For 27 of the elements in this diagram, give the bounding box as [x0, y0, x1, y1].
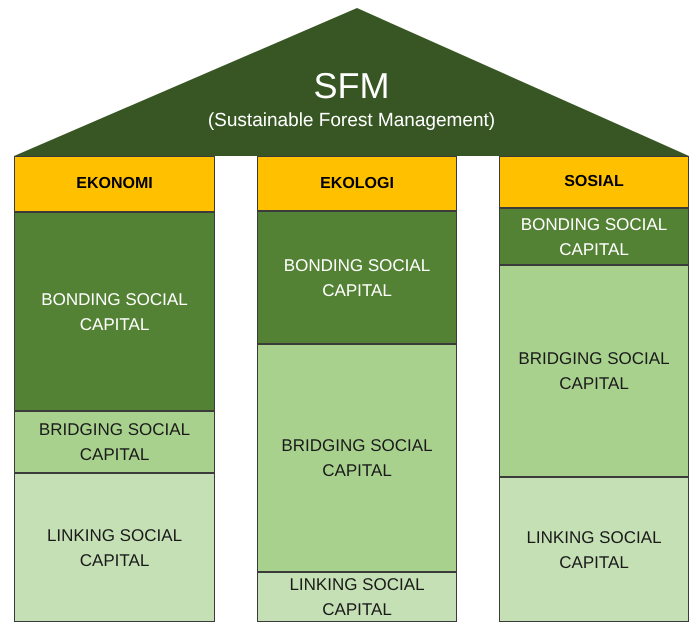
pillar-header	[14, 156, 215, 212]
block-label: BRIDGING SOCIAL CAPITAL	[38, 419, 192, 466]
pillar-header	[257, 156, 457, 211]
subtitle-text: (Sustainable Forest Management)	[208, 109, 496, 133]
pillar-block	[257, 344, 457, 572]
pillar-header	[499, 156, 689, 208]
pillar-block	[499, 208, 689, 265]
pillar-block	[257, 211, 457, 344]
pillar-block	[14, 212, 215, 411]
block-label: LINKING SOCIAL CAPITAL	[46, 524, 184, 572]
header-text: EKONOMI	[76, 175, 153, 193]
header-text: SOSIAL	[564, 173, 624, 191]
pillar-block	[257, 572, 457, 622]
block-label: BRIDGING SOCIAL CAPITAL	[280, 435, 434, 482]
pillar-block	[499, 265, 689, 477]
title-text: SFM	[314, 64, 390, 108]
pillar-block	[14, 411, 215, 473]
block-label: LINKING SOCIAL CAPITAL	[525, 526, 663, 574]
block-label: BONDING SOCIAL CAPITAL	[40, 288, 189, 336]
pillar-block	[499, 477, 689, 622]
roof-triangle	[14, 8, 689, 156]
block-label: BONDING SOCIAL CAPITAL	[520, 214, 668, 260]
block-label: LINKING SOCIAL CAPITAL	[288, 574, 426, 621]
block-label: BONDING SOCIAL CAPITAL	[282, 254, 432, 302]
block-label: BRIDGING SOCIAL CAPITAL	[517, 348, 671, 395]
pillar-block	[14, 473, 215, 622]
header-text: EKOLOGI	[320, 174, 394, 192]
